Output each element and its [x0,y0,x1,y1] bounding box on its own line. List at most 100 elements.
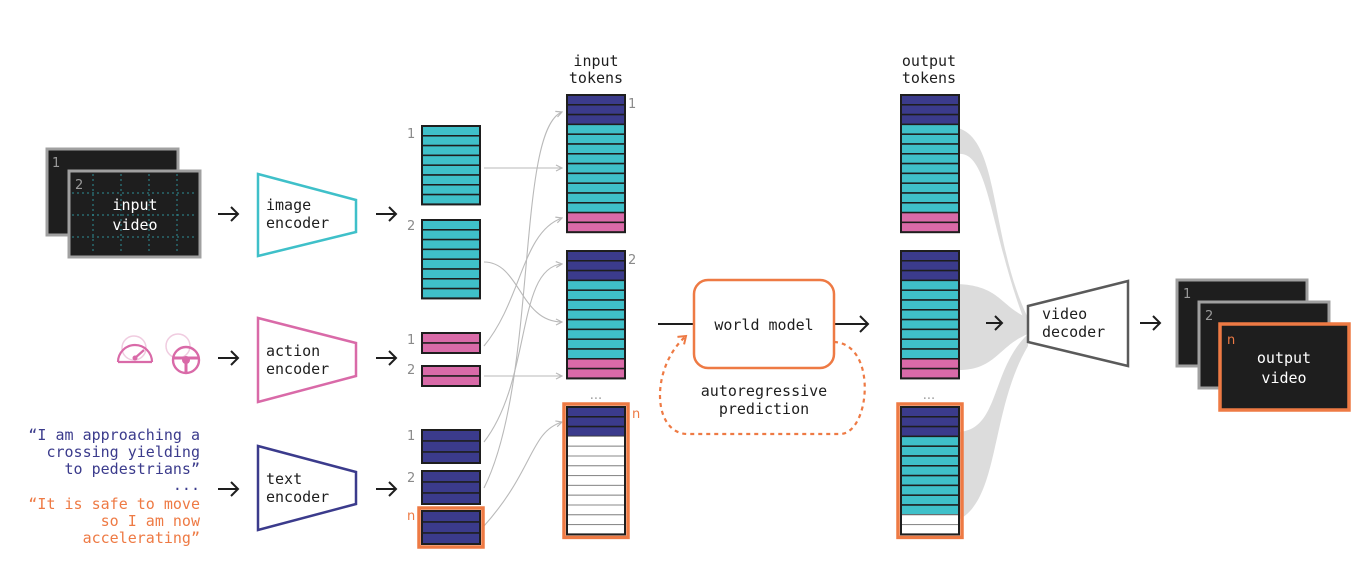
quote1-line1: “I am approaching a [28,426,200,444]
input-tokens-header: input tokens [569,52,623,87]
token-row [421,144,481,157]
action-tokens-2 [421,365,481,387]
token-row [900,416,960,428]
token-row [566,104,626,116]
token-row [900,123,960,135]
token-row [421,164,481,176]
txt2-label: 2 [407,471,415,486]
token-row [566,367,626,380]
token-row [566,435,626,447]
token-stack-frame [421,125,481,206]
action-encoder-line2: encoder [266,360,329,378]
output-tokens-group-1 [900,94,960,234]
token-row [900,202,960,214]
token-row [566,113,626,126]
token-stacks [417,94,964,549]
token-row [421,451,481,464]
token-row [421,219,481,231]
token-row [566,211,626,224]
image-tokens-2 [421,219,481,300]
token-row [900,269,960,282]
token-row [900,162,960,175]
token-row [421,332,481,344]
arrow-world-model-out [834,315,870,333]
output-video-label-line2: video [1261,369,1306,387]
act2-label: 2 [407,363,415,378]
token-row [900,192,960,204]
token-row [421,510,481,523]
world-model-label: world model [714,316,813,334]
input-tokens-group-n [562,402,630,540]
speedometer-icon [116,335,154,364]
video-decoder-line1: video [1042,305,1087,323]
token-row [566,406,626,418]
token-row [566,143,626,155]
quote1-line3: to pedestrians” [65,460,200,478]
output-video-frame-1-label: 1 [1183,287,1191,302]
input-video-frame-1-label: 1 [52,156,60,171]
stack-labels: 1 2 1 2 1 2 n [407,127,415,524]
token-row [421,532,481,545]
text-tokens-1 [421,429,481,464]
steering-wheel-icon [165,333,201,375]
token-row [566,153,626,165]
token-row [566,338,626,350]
txtn-label: n [407,509,415,524]
token-row [900,318,960,331]
input-tokens-group-1 [566,94,626,234]
token-row [900,514,960,526]
token-stack-frame [900,250,960,380]
token-row [900,445,960,457]
input-tokens-label-2: 2 [628,253,636,268]
token-row [421,238,481,251]
token-row [566,202,626,214]
output-tokens-header: output tokens [902,52,956,87]
token-row [566,260,626,272]
image-tokens-1 [421,125,481,206]
token-row [566,94,626,106]
autoregressive-loop [658,334,866,436]
token-stack-highlight [562,402,630,540]
token-row [900,328,960,340]
token-row [900,133,960,145]
token-row [900,425,960,438]
img1-label: 1 [407,127,415,142]
token-row [900,182,960,194]
input-tokens-label-1: 1 [628,97,636,112]
token-stack-frame [421,365,481,387]
input-tokens-dots: ... [590,388,602,403]
autoregressive-line2: prediction [719,400,809,418]
arrow-video-to-image-encoder [218,206,240,222]
input-video-label-line1: input [112,196,157,214]
img2-label: 2 [407,219,415,234]
output-tokens-title-line1: output [902,52,956,70]
token-row [566,348,626,360]
token-stack-frame [566,406,626,536]
token-stack-frame [421,510,481,545]
token-row [566,465,626,477]
token-row [421,268,481,280]
token-row [900,435,960,447]
token-row [421,342,481,354]
token-row [421,174,481,186]
quote-ellipsis: ... [173,476,200,494]
token-row [421,481,481,494]
token-row [900,494,960,506]
token-row [900,484,960,496]
image-encoder-line1: image [266,196,311,214]
token-row [900,211,960,224]
token-connectors [483,112,562,527]
output-video-frame-n-label: n [1227,333,1235,348]
video-decoder: video decoder [1026,279,1130,368]
token-row [566,299,626,311]
token-row [900,455,960,467]
token-stack-frame [900,94,960,234]
output-tokens-group-n [896,402,964,540]
token-row [421,287,481,300]
input-video-frame-2-label: 2 [75,178,83,193]
token-row [900,474,960,487]
token-row [900,172,960,184]
token-row [566,504,626,516]
input-tokens-group-2 [566,250,626,380]
